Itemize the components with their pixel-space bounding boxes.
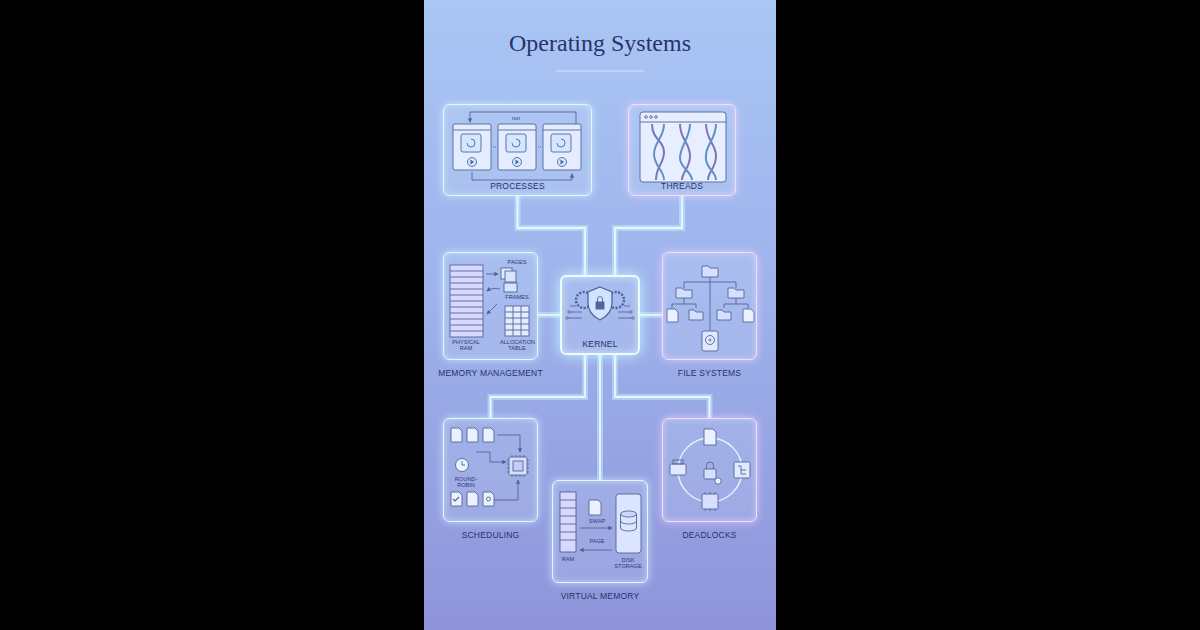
topic-heading: FILE SYSTEMS <box>678 368 741 378</box>
topic-heading: MEMORY MANAGEMENT <box>438 368 543 378</box>
topic-box: FILE SYSTEMS <box>662 252 757 360</box>
connector-line <box>538 314 560 316</box>
topic-heading: DEADLOCKS <box>682 530 736 540</box>
topic-box: SCHEDULING <box>443 418 538 522</box>
topic-label: PROCESSES <box>490 181 545 191</box>
topic-heading: VIRTUAL MEMORY <box>561 591 640 601</box>
diagram-label: ROUND-ROBIN <box>446 476 486 488</box>
kernel-connector <box>640 315 662 316</box>
topic-label: THREADS <box>661 181 703 191</box>
topic-box: DEADLOCKS <box>662 418 757 522</box>
kernel-connector <box>491 355 586 418</box>
diagram-label: PAGE <box>585 538 609 544</box>
diagram-label: PHYSICAL RAM <box>450 339 482 351</box>
connector-line <box>615 355 710 418</box>
diagram-label: DISK STORAGE <box>613 557 643 569</box>
connector-glow <box>538 312 560 318</box>
kernel-connector <box>538 315 560 316</box>
connector-line <box>491 355 586 418</box>
diagram-label: ALLOCATION TABLE <box>500 339 534 351</box>
kernel-box: KERNEL <box>560 275 640 355</box>
diagram-title: Operating Systems <box>424 30 776 57</box>
topic-heading: SCHEDULING <box>462 530 520 540</box>
connector-glow <box>615 355 710 418</box>
topic-label: KERNEL <box>582 339 617 349</box>
kernel-connector <box>600 355 601 480</box>
connector-glow <box>640 312 662 318</box>
diagram-label: SWAP <box>585 518 609 524</box>
topic-box: THREADS <box>628 104 736 196</box>
connector-line <box>599 355 601 480</box>
title-rule <box>556 71 644 72</box>
connector-line <box>640 314 662 316</box>
kernel-connector <box>615 355 710 418</box>
diagram-label: run <box>501 115 531 121</box>
connector-glow <box>491 355 586 418</box>
diagram-label: RAM <box>558 556 578 562</box>
diagram-label: PAGES <box>502 259 532 265</box>
connector-glow <box>597 355 603 480</box>
diagram-label: FRAMES <box>500 294 534 300</box>
